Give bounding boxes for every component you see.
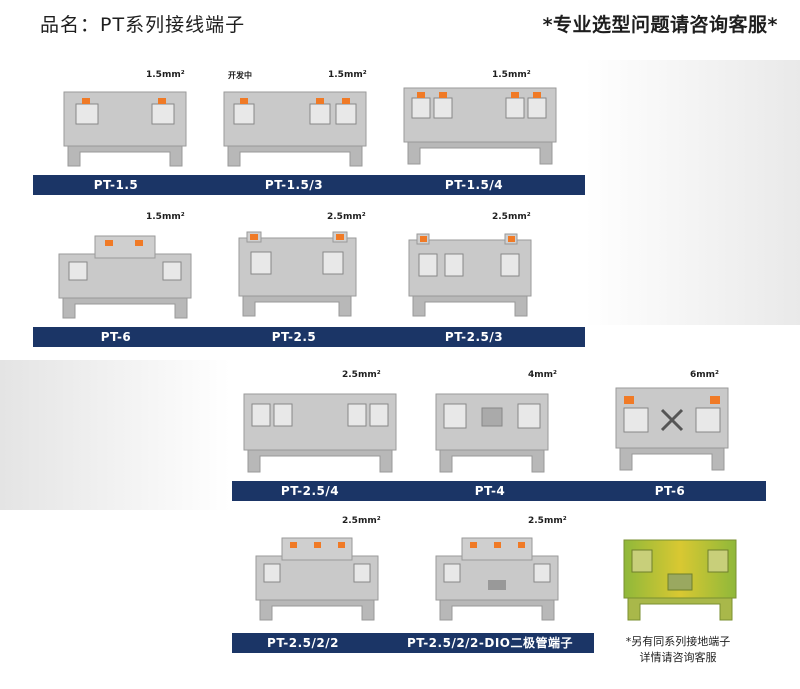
consult-notice: *专业选型问题请咨询客服* <box>542 14 778 36</box>
status-tag: 开发中 <box>228 71 252 80</box>
model-label: PT-1.5 <box>93 178 139 192</box>
model-label: PT-2.5/3 <box>444 330 504 344</box>
spec-label: 2.5mm² <box>342 516 381 526</box>
model-label: PT-1.5/3 <box>264 178 324 192</box>
label-bar-row-2 <box>33 327 585 347</box>
label-bar-row-1 <box>33 175 585 195</box>
spec-label: 6mm² <box>690 370 719 380</box>
terminal-block-image <box>55 228 195 324</box>
spec-label: 1.5mm² <box>146 212 185 222</box>
spec-label: 4mm² <box>528 370 557 380</box>
terminal-block-image <box>432 384 552 478</box>
model-label: PT-2.5/4 <box>280 484 340 498</box>
model-label: PT-2.5/2/2-DIO二极管端子 <box>406 636 574 650</box>
model-label: PT-2.5/2/2 <box>267 636 339 650</box>
background-shade-left <box>0 360 230 510</box>
model-label: PT-2.5 <box>271 330 317 344</box>
terminal-block-image <box>612 380 732 476</box>
terminal-block-image <box>235 222 360 322</box>
terminal-block-image <box>405 226 535 322</box>
spec-label: 1.5mm² <box>146 70 185 80</box>
spec-label: 1.5mm² <box>492 70 531 80</box>
spec-label: 2.5mm² <box>327 212 366 222</box>
model-label: PT-4 <box>474 484 506 498</box>
terminal-block-image <box>240 384 400 478</box>
spec-label: 1.5mm² <box>328 70 367 80</box>
terminal-block-image <box>400 80 560 170</box>
terminal-block-image <box>432 530 562 626</box>
terminal-block-image <box>60 84 190 170</box>
note-line: 详情请咨询客服 <box>639 651 717 664</box>
spec-label: 2.5mm² <box>342 370 381 380</box>
terminal-block-image <box>252 530 382 626</box>
label-bar-row-3 <box>232 481 766 501</box>
product-title: 品名：PT系列接线端子 <box>40 14 246 36</box>
model-label: PT-1.5/4 <box>444 178 504 192</box>
background-shade-right <box>585 60 800 325</box>
ground-terminal-note: *另有同系列接地端子 详情请咨询客服 <box>594 634 762 666</box>
ground-terminal-image <box>620 530 740 626</box>
spec-label: 2.5mm² <box>528 516 567 526</box>
spec-label: 2.5mm² <box>492 212 531 222</box>
label-bar-row-4 <box>232 633 594 653</box>
model-label: PT-6 <box>654 484 686 498</box>
terminal-block-image <box>220 84 370 170</box>
note-line: *另有同系列接地端子 <box>625 635 731 648</box>
model-label: PT-6 <box>100 330 132 344</box>
